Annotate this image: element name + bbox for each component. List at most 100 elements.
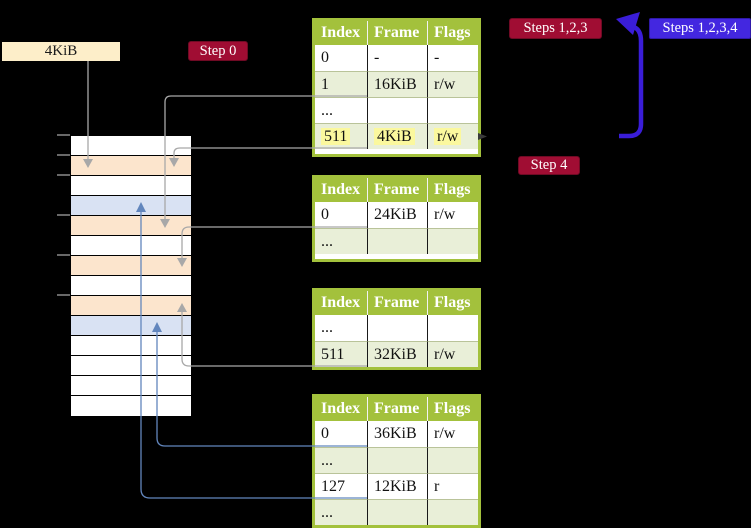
memory-row-white — [71, 396, 191, 416]
col-header-index: Index — [321, 294, 361, 311]
cell-text: ... — [321, 319, 333, 336]
index-cell: 0 — [315, 202, 367, 228]
frame-cell — [367, 447, 427, 473]
memory-row-white — [71, 336, 191, 356]
memory-row-peach — [71, 216, 191, 236]
col-header-index: Index — [321, 181, 361, 198]
flags-cell: r/w — [427, 71, 478, 97]
steps-123-badge: Steps 1,2,3 — [509, 18, 602, 39]
table-header-row: Index Frame Flags — [315, 21, 478, 45]
index-cell: 511 — [315, 123, 367, 149]
memory-row-white — [71, 236, 191, 256]
cell-text: 1 — [321, 76, 329, 93]
table-row: ... — [315, 228, 478, 254]
cell-text-highlighted: r/w — [434, 128, 462, 145]
col-header-frame: Frame — [367, 178, 427, 202]
index-cell: 1 — [315, 71, 367, 97]
frame-cell: 24KiB — [367, 202, 427, 228]
memory-row-white — [71, 136, 191, 156]
memory-row-white — [71, 356, 191, 376]
page-table-2: Index Frame Flags 0 24KiB r/w ... — [312, 175, 481, 262]
col-header-frame: Frame — [367, 21, 427, 45]
col-header-index: Index — [321, 24, 361, 41]
memory-row-blue — [71, 316, 191, 336]
frame-cell: 12KiB — [367, 473, 427, 499]
flags-cell — [427, 447, 478, 473]
cell-text: 0 — [321, 49, 329, 66]
memory-row-peach — [71, 296, 191, 316]
page-table-1: Index Frame Flags 0 - - 1 16KiB r/w ... … — [312, 18, 481, 157]
frame-cell — [367, 228, 427, 254]
index-cell: 0 — [315, 421, 367, 447]
flags-cell: r/w — [427, 421, 478, 447]
cell-text-highlighted: 4KiB — [374, 128, 415, 145]
col-header-flags: Flags — [427, 178, 478, 202]
cell-text: ... — [321, 504, 333, 521]
flags-cell — [427, 315, 478, 341]
cell-text: r/w — [434, 425, 456, 442]
page-table-4: Index Frame Flags 0 36KiB r/w ... 127 12… — [312, 394, 481, 528]
cell-text: - — [434, 49, 440, 66]
frame-cell — [367, 97, 427, 123]
frame-cell: 4KiB — [367, 123, 427, 149]
cell-text: - — [374, 49, 380, 66]
step4-badge: Step 4 — [518, 156, 580, 175]
index-cell: ... — [315, 315, 367, 341]
table-row: 1 16KiB r/w — [315, 71, 478, 97]
table-row: 127 12KiB r — [315, 473, 478, 499]
table-header-row: Index Frame Flags — [315, 291, 478, 315]
physical-memory-column — [70, 135, 192, 417]
memory-row-white — [71, 376, 191, 396]
memory-row-peach — [71, 256, 191, 276]
table-row-highlighted: 511 4KiB r/w — [315, 123, 478, 149]
col-header-flags: Flags — [427, 291, 478, 315]
table-row: 511 32KiB r/w — [315, 341, 478, 367]
frame-cell: 32KiB — [367, 341, 427, 367]
page-table-3: Index Frame Flags ... 511 32KiB r/w — [312, 288, 481, 370]
frame-cell: 16KiB — [367, 71, 427, 97]
col-header-flags: Flags — [427, 397, 478, 421]
cell-text: 511 — [321, 346, 345, 363]
index-cell: ... — [315, 97, 367, 123]
cell-text: ... — [321, 102, 333, 119]
cell-text: ... — [321, 452, 333, 469]
table-row: ... — [315, 447, 478, 473]
cell-text: 0 — [321, 206, 329, 223]
frame-cell — [367, 315, 427, 341]
flags-cell — [427, 228, 478, 254]
table-row: 0 24KiB r/w — [315, 202, 478, 228]
page-size-label: 4KiB — [2, 42, 120, 61]
memory-row-white — [71, 176, 191, 196]
cell-text: 127 — [321, 478, 345, 495]
flags-cell: r/w — [427, 123, 478, 149]
flags-cell: r/w — [427, 202, 478, 228]
memory-row-blue — [71, 196, 191, 216]
cell-text: 32KiB — [374, 346, 417, 363]
table-row: 0 36KiB r/w — [315, 421, 478, 447]
memory-row-white — [71, 276, 191, 296]
table-row: ... — [315, 315, 478, 341]
cell-text: 0 — [321, 425, 329, 442]
col-header-frame: Frame — [367, 397, 427, 421]
cell-text: r/w — [434, 346, 456, 363]
col-header-index: Index — [321, 400, 361, 417]
frame-cell: - — [367, 45, 427, 71]
table-clipped-row — [315, 254, 478, 259]
cell-text: r/w — [434, 76, 456, 93]
table-header-row: Index Frame Flags — [315, 178, 478, 202]
step0-badge: Step 0 — [188, 41, 248, 61]
col-header-flags: Flags — [427, 21, 478, 45]
flags-cell: r/w — [427, 341, 478, 367]
index-cell: ... — [315, 499, 367, 525]
index-cell: ... — [315, 228, 367, 254]
cell-text: 24KiB — [374, 206, 417, 223]
frame-cell: 36KiB — [367, 421, 427, 447]
index-cell: ... — [315, 447, 367, 473]
flags-cell — [427, 97, 478, 123]
index-cell: 0 — [315, 45, 367, 71]
table-row: ... — [315, 97, 478, 123]
table-row: ... — [315, 499, 478, 525]
memory-row-peach — [71, 156, 191, 176]
memory-tick-marks — [57, 134, 70, 296]
